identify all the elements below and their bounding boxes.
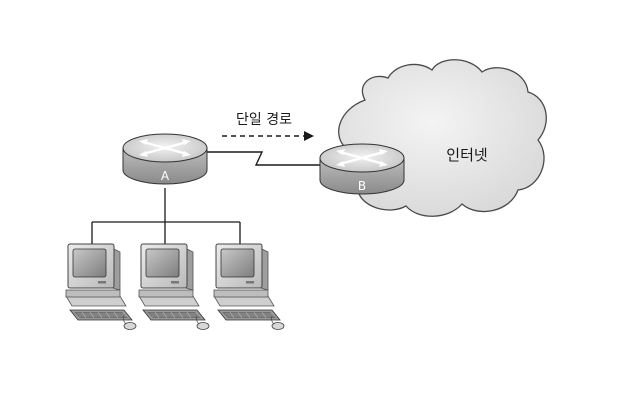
single-path-label: 단일 경로 (236, 112, 292, 128)
serial-link (205, 151, 320, 166)
router-arrows-icon (139, 139, 191, 157)
router-a: A (122, 133, 208, 185)
router-b: B (319, 143, 405, 195)
router-b-label: B (358, 179, 366, 193)
workstation-3 (213, 243, 285, 330)
router-arrows-icon (336, 149, 388, 167)
single-path-arrow (222, 131, 314, 141)
workstation-1 (65, 243, 137, 330)
router-a-label: A (161, 169, 170, 183)
lan-cabling (91, 188, 241, 244)
internet-label: 인터넷 (446, 146, 487, 164)
workstation-2 (138, 243, 210, 330)
